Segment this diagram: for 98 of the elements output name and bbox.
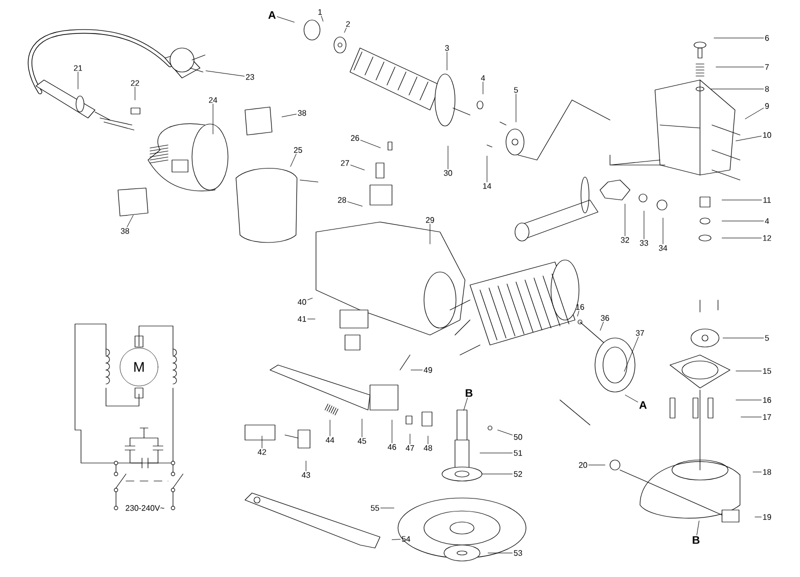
callout-number: 34 bbox=[658, 245, 668, 251]
callout-number: 24 bbox=[208, 97, 218, 103]
callout-number: 36 bbox=[600, 315, 610, 321]
callout-number: 4 bbox=[480, 75, 485, 81]
callout-number: 32 bbox=[620, 237, 630, 243]
leader-line bbox=[307, 318, 316, 320]
leader-line bbox=[744, 108, 764, 120]
leader-line bbox=[360, 140, 381, 148]
callout-number: 1 bbox=[318, 9, 322, 15]
leader-line bbox=[126, 215, 134, 228]
callout-number: 45 bbox=[358, 438, 366, 444]
leader-line bbox=[722, 220, 764, 222]
callout-number: 6 bbox=[765, 35, 769, 41]
callout-number: 38 bbox=[120, 228, 130, 234]
leader-line bbox=[290, 154, 296, 167]
leader-line bbox=[347, 201, 363, 206]
callout-number: 54 bbox=[402, 536, 410, 542]
leader-line bbox=[463, 398, 468, 411]
callout-number: 27 bbox=[340, 160, 350, 166]
callout-number: 28 bbox=[338, 197, 346, 203]
callout-number: 14 bbox=[483, 183, 492, 189]
leader-line bbox=[307, 298, 313, 300]
callout-number: 10 bbox=[763, 132, 772, 138]
callout-number: 41 bbox=[298, 316, 306, 322]
callout-number: 53 bbox=[514, 550, 522, 556]
callout-number: 26 bbox=[350, 135, 360, 141]
leader-line bbox=[497, 430, 513, 436]
callout-number: 16 bbox=[763, 397, 772, 403]
callout-number: 16 bbox=[576, 304, 584, 310]
callout-number: 22 bbox=[130, 80, 140, 86]
callout-number: 3 bbox=[445, 45, 449, 51]
callout-number: 12 bbox=[763, 235, 772, 241]
callout-number: 40 bbox=[298, 299, 306, 305]
callout-number: 17 bbox=[763, 414, 772, 420]
reference-letter: A bbox=[268, 11, 276, 19]
leader-line bbox=[276, 16, 295, 22]
callout-number: 43 bbox=[302, 472, 310, 478]
leader-line bbox=[588, 464, 606, 466]
callout-number: 19 bbox=[763, 514, 772, 520]
callout-number: 21 bbox=[74, 65, 82, 71]
voltage-label: 230-240V~ bbox=[126, 505, 164, 511]
leader-line bbox=[446, 52, 448, 70]
callout-number: 50 bbox=[514, 434, 522, 440]
leader-line bbox=[482, 82, 484, 94]
leader-line bbox=[480, 452, 513, 454]
leader-line bbox=[716, 66, 764, 68]
callout-number: 7 bbox=[765, 64, 769, 70]
leader-line bbox=[350, 164, 365, 170]
leader-line bbox=[624, 336, 639, 372]
callout-number: 5 bbox=[514, 87, 518, 93]
callout-number: 55 bbox=[370, 505, 380, 511]
leader-line bbox=[624, 204, 626, 236]
leader-line bbox=[321, 16, 324, 22]
leader-line bbox=[710, 88, 764, 90]
callout-number: 48 bbox=[424, 445, 432, 451]
leader-line bbox=[206, 70, 245, 76]
leader-line bbox=[600, 322, 604, 331]
leader-line bbox=[212, 104, 214, 134]
leader-line bbox=[624, 394, 638, 402]
leader-line bbox=[488, 552, 513, 554]
leader-line bbox=[282, 114, 297, 118]
callout-number: 44 bbox=[326, 437, 334, 443]
callout-number: 20 bbox=[578, 462, 588, 468]
callout-number: 52 bbox=[514, 471, 522, 477]
callout-number: 30 bbox=[444, 170, 452, 176]
callout-number: 9 bbox=[765, 103, 769, 109]
callout-number: 2 bbox=[346, 21, 350, 27]
callout-number: 23 bbox=[246, 74, 254, 80]
leader-line bbox=[486, 156, 488, 182]
leader-line bbox=[740, 416, 762, 418]
callout-number: 37 bbox=[636, 330, 644, 336]
callout-number: 33 bbox=[640, 240, 648, 246]
callout-number: 18 bbox=[763, 469, 772, 475]
callout-number: 4 bbox=[764, 218, 769, 224]
leader-line bbox=[577, 310, 580, 316]
callout-number: 8 bbox=[765, 86, 769, 92]
reference-letter: B bbox=[466, 389, 472, 397]
callout-number: 29 bbox=[426, 217, 434, 223]
callout-number: 5 bbox=[765, 335, 769, 341]
leader-line bbox=[736, 370, 762, 372]
leader-line bbox=[754, 516, 762, 518]
leader-line bbox=[344, 28, 347, 33]
reference-letter: B bbox=[692, 536, 700, 544]
callout-number: 51 bbox=[514, 450, 522, 456]
callout-number: 11 bbox=[763, 197, 771, 203]
leader-line bbox=[736, 136, 762, 142]
leader-line bbox=[392, 539, 401, 540]
callout-number: 42 bbox=[258, 449, 266, 455]
callout-number: 49 bbox=[424, 367, 432, 373]
callout-number: 46 bbox=[388, 444, 396, 450]
callout-number: 25 bbox=[294, 147, 302, 153]
reference-letter: A bbox=[639, 401, 647, 409]
leader-line bbox=[662, 218, 664, 244]
leader-line bbox=[696, 520, 700, 536]
callout-number: 15 bbox=[763, 368, 772, 374]
callout-number: 38 bbox=[298, 110, 306, 116]
callout-number: 47 bbox=[406, 445, 414, 451]
leader-line bbox=[134, 86, 136, 100]
